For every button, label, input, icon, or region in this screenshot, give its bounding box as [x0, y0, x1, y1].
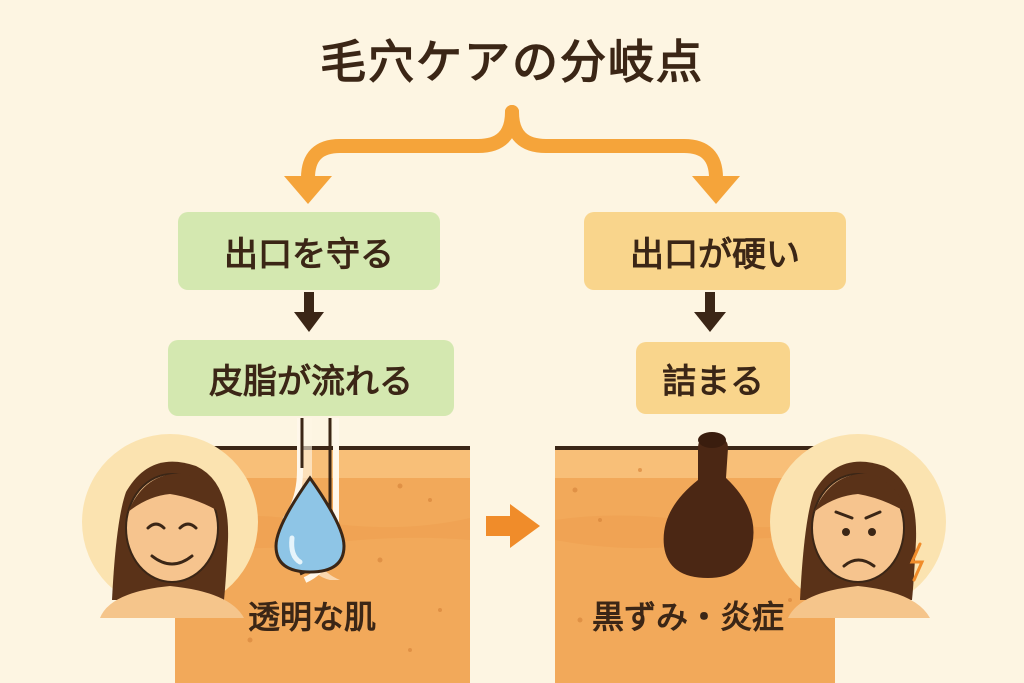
- box-protect-exit: 出口を守る: [178, 212, 440, 290]
- right-arrowhead: [692, 176, 740, 204]
- water-drop-icon: [274, 475, 346, 574]
- box-exit-hard: 出口が硬い: [584, 212, 846, 290]
- clogged-pore-icon: [663, 432, 754, 578]
- box-clogged: 詰まる: [636, 342, 790, 414]
- box-sebum-flows: 皮脂が流れる: [168, 340, 454, 416]
- left-arrowhead: [284, 176, 332, 204]
- happy-face-icon: [82, 434, 258, 618]
- worried-face-icon: [770, 434, 946, 618]
- result-clear-skin: 透明な肌: [248, 598, 377, 636]
- down-arrow-right: [694, 292, 726, 332]
- result-dark-inflammation: 黒ずみ・炎症: [592, 598, 785, 636]
- right-arrow-icon: [486, 504, 540, 548]
- branch-arrow: [301, 105, 723, 185]
- down-arrow-left: [294, 292, 324, 332]
- lightning-icon: [909, 542, 925, 582]
- diagram-title: 毛穴ケアの分岐点: [320, 35, 704, 89]
